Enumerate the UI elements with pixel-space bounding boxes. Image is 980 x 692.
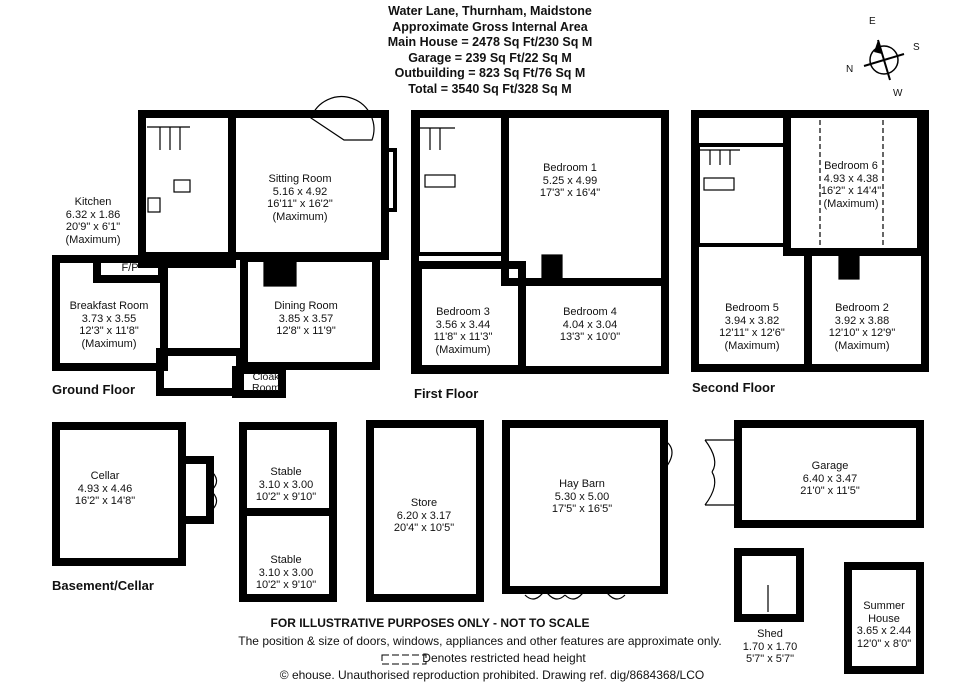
dining-room-walls: [240, 254, 380, 370]
shed-walls: [734, 548, 804, 622]
copyright: © ehouse. Unauthorised reproduction proh…: [279, 668, 705, 682]
first-floor-label: First Floor: [414, 386, 479, 401]
walls: [52, 110, 929, 674]
garage-area: Garage = 239 Sq Ft/22 Sq M: [408, 50, 572, 65]
ground-upper-block: [138, 110, 389, 260]
outbuilding-area: Outbuilding = 823 Sq Ft/76 Sq M: [394, 66, 586, 80]
total-area: Total = 3540 Sq Ft/328 Sq M: [408, 81, 572, 96]
second-floor-label: Second Floor: [692, 380, 776, 395]
store-walls: [366, 420, 484, 602]
garage-walls: [734, 420, 924, 528]
approximation-note: The position & size of doors, windows, a…: [238, 634, 722, 648]
restricted-height-legend: Denotes restricted head height: [422, 651, 586, 665]
compass-w: W: [893, 88, 903, 99]
fireplace-label: F/P: [121, 262, 139, 274]
cloak-room-walls: [232, 366, 286, 398]
compass-s: S: [913, 42, 920, 53]
address: Water Lane, Thurnham, Maidstone: [388, 4, 592, 18]
fixtures: [147, 96, 884, 612]
disclaimer: FOR ILLUSTRATIVE PURPOSES ONLY - NOT TO …: [270, 616, 590, 630]
area-subtitle: Approximate Gross Internal Area: [392, 19, 588, 34]
summer-house-walls: [844, 562, 924, 674]
compass-icon: [863, 39, 905, 81]
header: Water Lane, Thurnham, Maidstone Approxim…: [388, 4, 593, 97]
main-house-area: Main House = 2478 Sq Ft/230 Sq M: [387, 35, 593, 49]
compass-e: E: [869, 16, 876, 27]
ground-floor-label: Ground Floor: [52, 382, 136, 397]
basement-label: Basement/Cellar: [52, 578, 154, 593]
compass-n: N: [846, 64, 854, 75]
restricted-height-legend-icon: [381, 654, 427, 665]
